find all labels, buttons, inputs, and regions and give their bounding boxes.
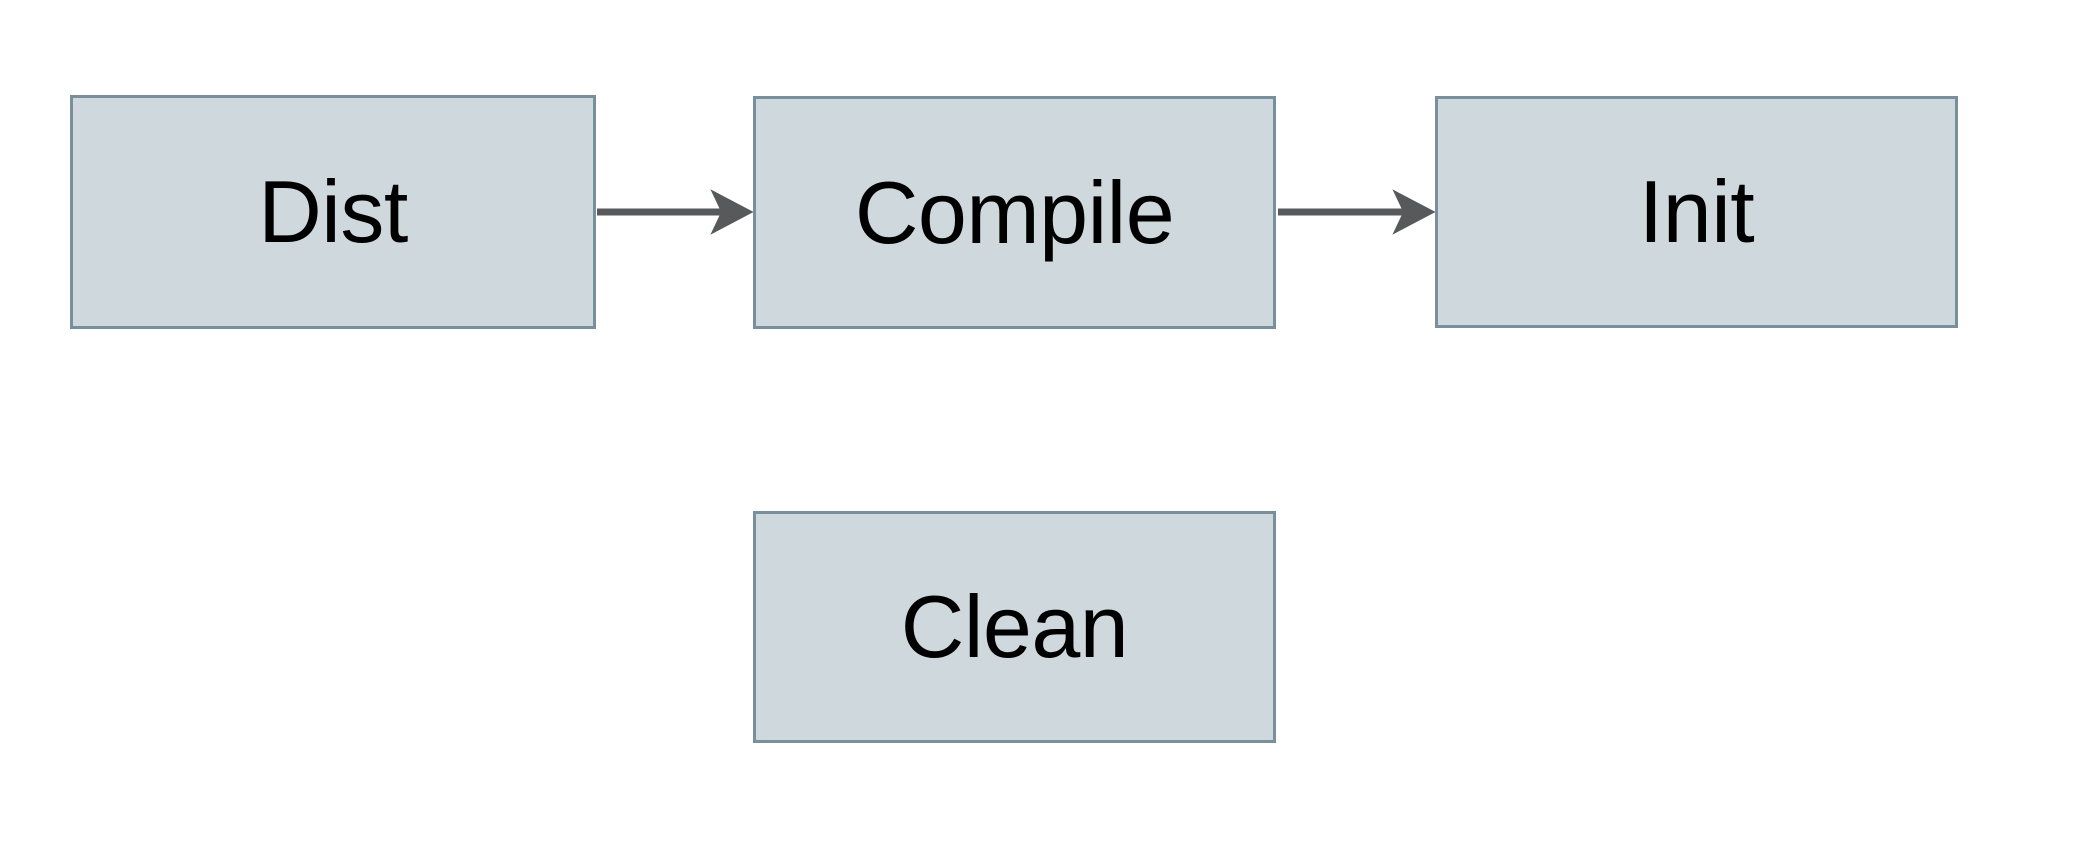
node-label: Compile: [854, 162, 1175, 262]
arrowhead-icon: [1392, 189, 1436, 235]
node-label: Clean: [900, 577, 1129, 676]
node-label: Init: [1638, 162, 1755, 261]
edge-dist-to-compile[interactable]: [597, 189, 754, 235]
node-dist[interactable]: Dist: [70, 95, 596, 329]
node-clean[interactable]: Clean: [753, 511, 1276, 743]
node-init[interactable]: Init: [1435, 96, 1958, 328]
arrowhead-icon: [710, 189, 754, 235]
node-compile[interactable]: Compile: [753, 96, 1276, 329]
node-label: Dist: [258, 162, 408, 261]
edge-compile-to-init[interactable]: [1278, 189, 1436, 235]
